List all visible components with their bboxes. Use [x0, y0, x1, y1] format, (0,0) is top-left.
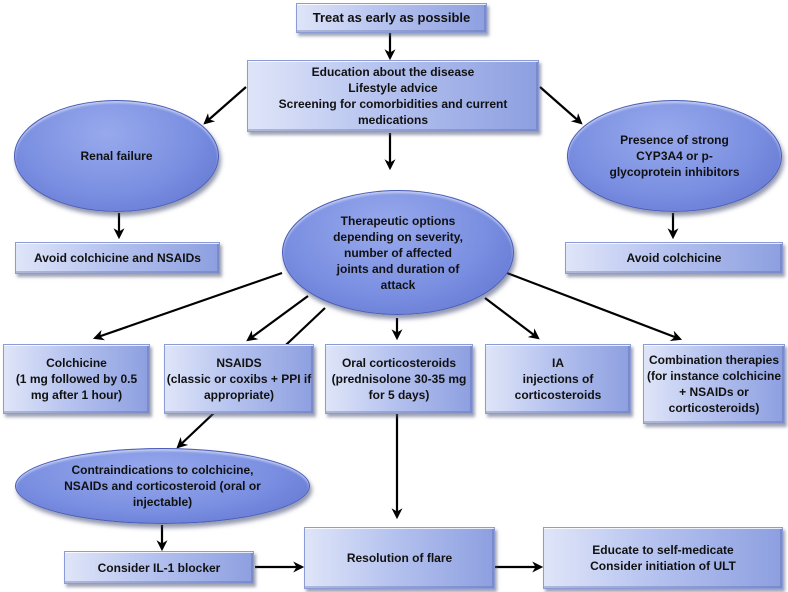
resolution-text: Resolution of flare: [346, 551, 453, 565]
colchicine-box: Colchicine (1 mg followed by 0.5 mg afte…: [3, 344, 150, 414]
cyp3a4-ellipse: Presence of strong CYP3A4 or p- glycopro…: [567, 100, 782, 212]
avoid-colchicine-text: Avoid colchicine: [626, 251, 722, 265]
arrow-education-to-renal: [203, 86, 247, 125]
ia-injections-text: IA injections of corticosteroids: [514, 356, 602, 402]
il1-blocker-text: Consider IL-1 blocker: [97, 560, 221, 575]
nsaids-text: NSAIDS (classic or coxibs + PPI if appro…: [166, 356, 312, 402]
oral-corticosteroids-text: Oral corticosteroids (prednisolone 30-35…: [331, 356, 467, 402]
resolution-box: Resolution of flare: [304, 527, 495, 589]
nsaids-box: NSAIDS (classic or coxibs + PPI if appro…: [164, 344, 314, 414]
cyp3a4-text: Presence of strong CYP3A4 or p- glycopro…: [609, 133, 740, 179]
therapeutic-options-text: Therapeutic options depending on severit…: [333, 213, 463, 292]
educate-self-medicate-box: Educate to self-medicate Consider initia…: [543, 527, 783, 589]
avoid-colchicine-box: Avoid colchicine: [565, 242, 783, 274]
educate-self-medicate-text: Educate to self-medicate Consider initia…: [590, 543, 736, 573]
education-text: Education about the disease Lifestyle ad…: [278, 65, 508, 127]
arrow-therapeutic-to-ia: [484, 297, 540, 340]
avoid-colchicine-nsaids-box: Avoid colchicine and NSAIDs: [15, 242, 220, 274]
ia-injections-box: IA injections of corticosteroids: [485, 344, 631, 414]
arrow-education-to-cyp3a4: [539, 86, 583, 125]
contraindications-text: Contraindications to colchicine, NSAIDs …: [64, 463, 261, 509]
education-box: Education about the disease Lifestyle ad…: [247, 60, 539, 132]
colchicine-text: Colchicine (1 mg followed by 0.5 mg afte…: [15, 356, 138, 402]
contraindications-ellipse: Contraindications to colchicine, NSAIDs …: [15, 448, 310, 524]
arrow-therapeutic-to-combination: [506, 271, 683, 342]
il1-blocker-box: Consider IL-1 blocker: [64, 551, 254, 584]
oral-corticosteroids-box: Oral corticosteroids (prednisolone 30-35…: [325, 344, 473, 414]
combination-therapies-text: Combination therapies (for instance colc…: [646, 353, 782, 415]
renal-failure-ellipse: Renal failure: [14, 100, 219, 212]
arrow-therapeutic-to-nsaids: [246, 295, 309, 342]
renal-failure-text: Renal failure: [80, 149, 153, 163]
therapeutic-options-ellipse: Therapeutic options depending on severit…: [282, 190, 514, 315]
treat-early-text: Treat as early as possible: [312, 10, 471, 25]
treat-early-box: Treat as early as possible: [296, 3, 487, 33]
avoid-colchicine-nsaids-text: Avoid colchicine and NSAIDs: [34, 251, 201, 265]
arrow-therapeutic-to-colchicine: [92, 271, 283, 341]
combination-therapies-box: Combination therapies (for instance colc…: [643, 344, 785, 424]
